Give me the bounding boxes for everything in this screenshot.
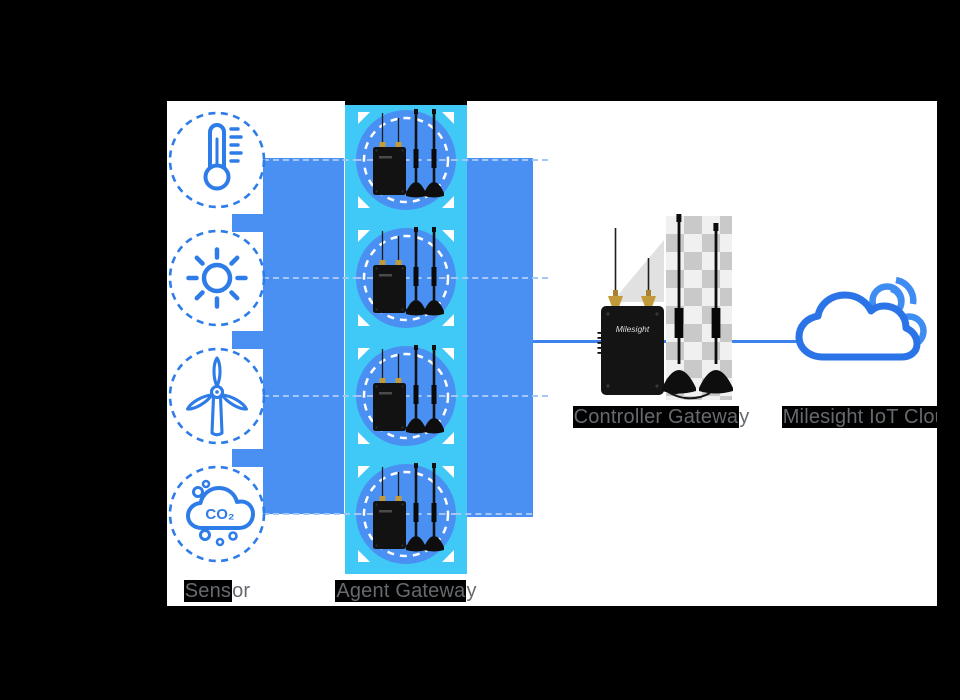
agent-gateway-device [355, 109, 457, 210]
agent-gateway-label: Agent Gateway [331, 580, 481, 602]
corner-mark [358, 466, 370, 478]
milesight-iot-cloud-icon [795, 277, 927, 361]
sensor-node-temperature [168, 111, 266, 209]
controller-gateway-node: Milesight [596, 212, 741, 402]
agent-to-controller-connector-block [467, 158, 533, 517]
cloud-node [795, 277, 935, 363]
sensor-label-rest: or [232, 580, 251, 602]
corner-mark [442, 230, 454, 242]
controller-gateway-label-rest: y [739, 406, 750, 428]
sensor-label: Sensor [167, 580, 267, 602]
corner-mark [442, 112, 454, 124]
sensor-label-boxed: Sens [183, 580, 233, 602]
co2-text: CO₂ [205, 506, 234, 523]
corner-mark [358, 112, 370, 124]
gateway-device-photo [373, 109, 444, 198]
band-top-artifact [345, 101, 467, 105]
agent-gateway-node [355, 227, 457, 329]
agent-gateway-device [355, 463, 457, 564]
sensor-node-co2: CO₂ [168, 465, 266, 563]
gateway-device-photo [373, 463, 444, 552]
connector-tab [232, 449, 263, 467]
diagram-canvas: CO₂ [167, 101, 937, 606]
sensor-node-light [168, 229, 266, 327]
corner-mark [358, 432, 370, 444]
iot-cloud-label-boxed: Milesight IoT Cloud [781, 406, 937, 428]
corner-mark [358, 230, 370, 242]
agent-gateway-device [355, 345, 457, 446]
connector-tab [232, 214, 263, 232]
corner-mark [358, 196, 370, 208]
agent-gateway-node [355, 463, 457, 565]
agent-gateway-label-rest: y [466, 580, 477, 602]
agent-gateway-label-boxed: Agent Gatewa [335, 580, 467, 602]
corner-mark [442, 466, 454, 478]
corner-mark [442, 348, 454, 360]
agent-gateway-device [355, 227, 457, 328]
co2-cloud-icon: CO₂ [168, 465, 266, 563]
controller-gateway-label-boxed: Controller Gatewa [572, 406, 740, 428]
front-cloud [795, 291, 921, 361]
corner-mark [442, 550, 454, 562]
sun-icon [168, 229, 266, 327]
iot-cloud-label: Milesight IoT Cloud [770, 406, 937, 428]
gateway-device-photo [373, 345, 444, 434]
corner-mark [442, 196, 454, 208]
agent-gateway-node [355, 345, 457, 447]
corner-mark [358, 550, 370, 562]
sensor-node-wind [168, 347, 266, 445]
controller-gateway-label: Controller Gateway [570, 406, 752, 428]
gateway-device-photo [373, 227, 444, 316]
controller-gateway-device: Milesight [597, 214, 733, 400]
sensor-to-agent-connector-column [263, 158, 344, 514]
connector-tab [232, 331, 263, 349]
controller-logo-text: Milesight [616, 324, 650, 334]
corner-mark [442, 432, 454, 444]
thermometer-icon [168, 111, 266, 209]
wind-turbine-icon [168, 347, 266, 445]
corner-mark [358, 314, 370, 326]
corner-mark [358, 348, 370, 360]
agent-gateway-node [355, 109, 457, 211]
corner-mark [442, 314, 454, 326]
signal-arc-outer [895, 277, 917, 305]
